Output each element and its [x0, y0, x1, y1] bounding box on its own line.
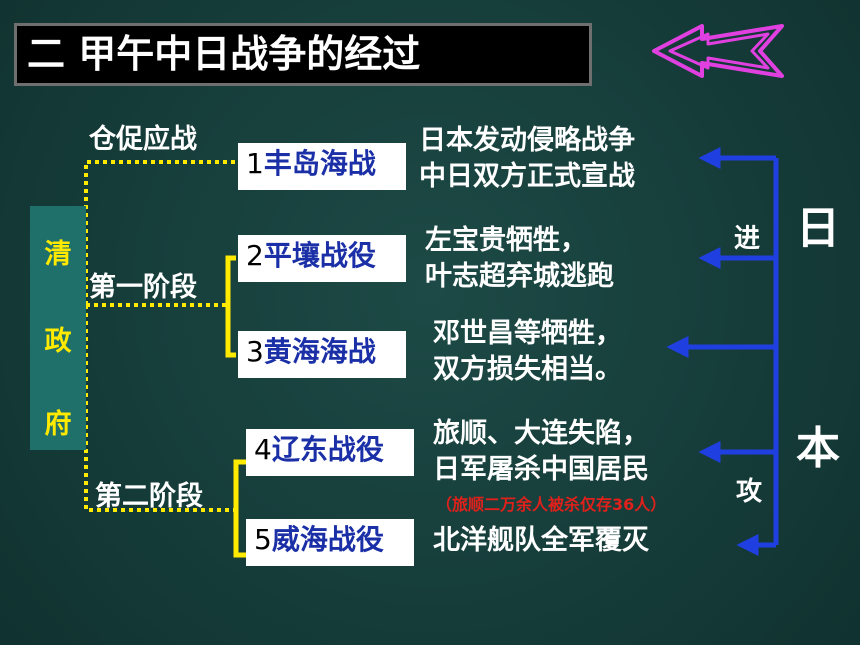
battle-box-5: 5威海战役 — [246, 519, 414, 566]
cangcu-label: 仓促应战 — [89, 124, 197, 155]
battle-box-4: 4辽东战役 — [246, 429, 414, 476]
battle-name-1: 丰岛海战 — [263, 147, 376, 180]
stage1-brace — [225, 255, 236, 358]
battle-num-3: 3 — [246, 335, 264, 368]
advance-char-jin: 进 — [734, 224, 761, 254]
battle-num-4: 4 — [254, 433, 272, 466]
battle-box-1: 1丰岛海战 — [238, 143, 406, 190]
battle-desc-3-line-2: 双方损失相当。 — [433, 354, 622, 385]
battle-desc-1-line-1: 日本发动侵略战争 — [419, 125, 635, 156]
battle-num-2: 2 — [246, 239, 264, 272]
battle-desc-4-line-1: 旅顺、大连失陷， — [433, 418, 649, 449]
battle-name-2: 平壤战役 — [263, 239, 376, 272]
page-title: 二 甲午中日战争的经过 — [14, 23, 592, 86]
japan-char-ri: 日 — [796, 203, 840, 254]
japan-char-ben: 本 — [796, 423, 840, 474]
japan-arrows — [666, 146, 779, 557]
qing-government-label: 清 政 府 — [30, 206, 86, 450]
battle-desc-2-line-1: 左宝贵牺牲， — [425, 225, 587, 256]
attack-char-gong: 攻 — [736, 477, 763, 507]
qing-char-2: 政 — [44, 326, 72, 357]
stage2-label: 第二阶段 — [95, 481, 203, 512]
stage1-label: 第一阶段 — [89, 272, 197, 303]
battle-num-1: 1 — [246, 147, 264, 180]
battle-desc-4-line-2: 日军屠杀中国居民 — [433, 454, 649, 485]
battle-desc-4: 旅顺、大连失陷， 日军屠杀中国居民 — [433, 416, 649, 488]
stage2-connector — [84, 305, 238, 512]
qing-char-3: 府 — [44, 409, 72, 440]
battle-desc-3: 邓世昌等牺牲， 双方损失相当。 — [433, 316, 622, 388]
battle-name-4: 辽东战役 — [271, 433, 384, 466]
battle-desc-1: 日本发动侵略战争 中日双方正式宣战 — [419, 123, 635, 195]
battle-desc-1-line-2: 中日双方正式宣战 — [419, 161, 635, 192]
stage2-brace — [233, 459, 246, 558]
back-arrow-icon[interactable] — [650, 22, 790, 80]
battle-name-3: 黄海海战 — [263, 335, 376, 368]
battle-num-5: 5 — [254, 523, 272, 556]
battle-desc-2: 左宝贵牺牲， 叶志超弃城逃跑 — [425, 223, 614, 295]
battle-desc-5-line-1: 北洋舰队全军覆灭 — [433, 525, 649, 556]
battle-note-4: （旅顺二万余人被杀仅存36人） — [436, 495, 667, 514]
battle-desc-2-line-2: 叶志超弃城逃跑 — [425, 261, 614, 292]
battle-name-5: 威海战役 — [271, 523, 384, 556]
qing-char-1: 清 — [44, 239, 72, 270]
battle-box-2: 2平壤战役 — [238, 235, 406, 282]
battle-box-3: 3黄海海战 — [238, 331, 406, 378]
battle-desc-5: 北洋舰队全军覆灭 — [433, 523, 649, 559]
battle-desc-3-line-1: 邓世昌等牺牲， — [433, 318, 622, 349]
